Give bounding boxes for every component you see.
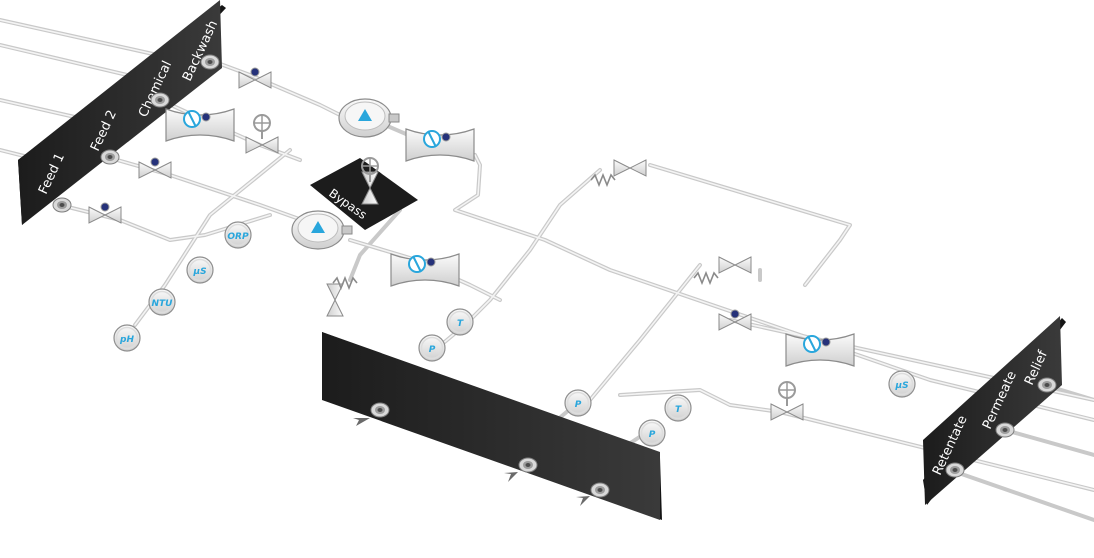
sensor-ph[interactable]: pH [113, 324, 141, 352]
valve-feed-2[interactable] [138, 157, 172, 179]
sensor-temperature-feed[interactable]: T [446, 308, 474, 336]
sensor-temperature-feed-label: T [457, 319, 464, 329]
sensor-pressure-mid[interactable]: P [564, 389, 592, 417]
spring-icon [693, 272, 719, 284]
inlet-port-chemical[interactable] [150, 92, 170, 108]
spring-icon [590, 174, 616, 186]
sensor-ntu-label: NTU [152, 299, 174, 309]
valve-feed-1[interactable] [88, 202, 122, 224]
sensor-ntu[interactable]: NTU [148, 288, 176, 316]
sensor-temperature-retentate-label: T [675, 405, 682, 415]
outlet-port-relief[interactable] [1037, 377, 1057, 393]
bottom-port-2[interactable] [518, 457, 538, 473]
sensor-orp[interactable]: ORP [224, 221, 252, 249]
sensor-pressure-mid-label: P [575, 400, 582, 410]
sensor-pressure-feed-label: P [429, 345, 436, 355]
sensor-ph-label: pH [119, 335, 134, 345]
sensor-pressure-feed[interactable]: P [418, 334, 446, 362]
relief-valve-mid[interactable] [718, 256, 752, 274]
outlet-arrow-icon [353, 418, 370, 426]
sensor-conductivity-feed[interactable]: µS [186, 256, 214, 284]
outlet-port-permeate[interactable] [995, 422, 1015, 438]
inlet-arrow-icon [576, 496, 590, 506]
flow-meter-feed[interactable] [390, 253, 460, 287]
pump-backwash[interactable] [338, 98, 400, 138]
hand-wheel-icon [778, 381, 796, 407]
inlet-port-feed-2[interactable] [100, 149, 120, 165]
inlet-port-feed-1[interactable] [52, 197, 72, 213]
bottom-port-1[interactable] [370, 402, 390, 418]
flow-meter-backwash[interactable] [405, 128, 475, 162]
sensor-pressure-retentate-label: P [649, 430, 656, 440]
bottom-port-3[interactable] [590, 482, 610, 498]
sensor-conductivity-permeate[interactable]: µS [888, 370, 916, 398]
hand-wheel-icon [253, 114, 271, 140]
relief-valve-top[interactable] [613, 159, 647, 177]
valve-backwash[interactable] [238, 67, 272, 89]
bottom-panel [322, 332, 662, 520]
inlet-arrow-icon [504, 472, 518, 482]
flow-meter-chemical[interactable] [165, 108, 235, 142]
sensor-orp-label: ORP [227, 232, 249, 242]
sensor-conductivity-feed-label: µS [192, 267, 206, 277]
sensor-conductivity-permeate-label: µS [894, 381, 908, 391]
valve-permeate[interactable] [718, 309, 752, 331]
sensor-temperature-retentate[interactable]: T [664, 394, 692, 422]
inlet-panel: Feed 1 Feed 2 Chemical Backwash [18, 0, 226, 225]
sensor-pressure-retentate[interactable]: P [638, 419, 666, 447]
outlet-port-retentate[interactable] [945, 462, 965, 478]
inlet-port-backwash[interactable] [200, 54, 220, 70]
pump-feed[interactable] [291, 210, 353, 250]
